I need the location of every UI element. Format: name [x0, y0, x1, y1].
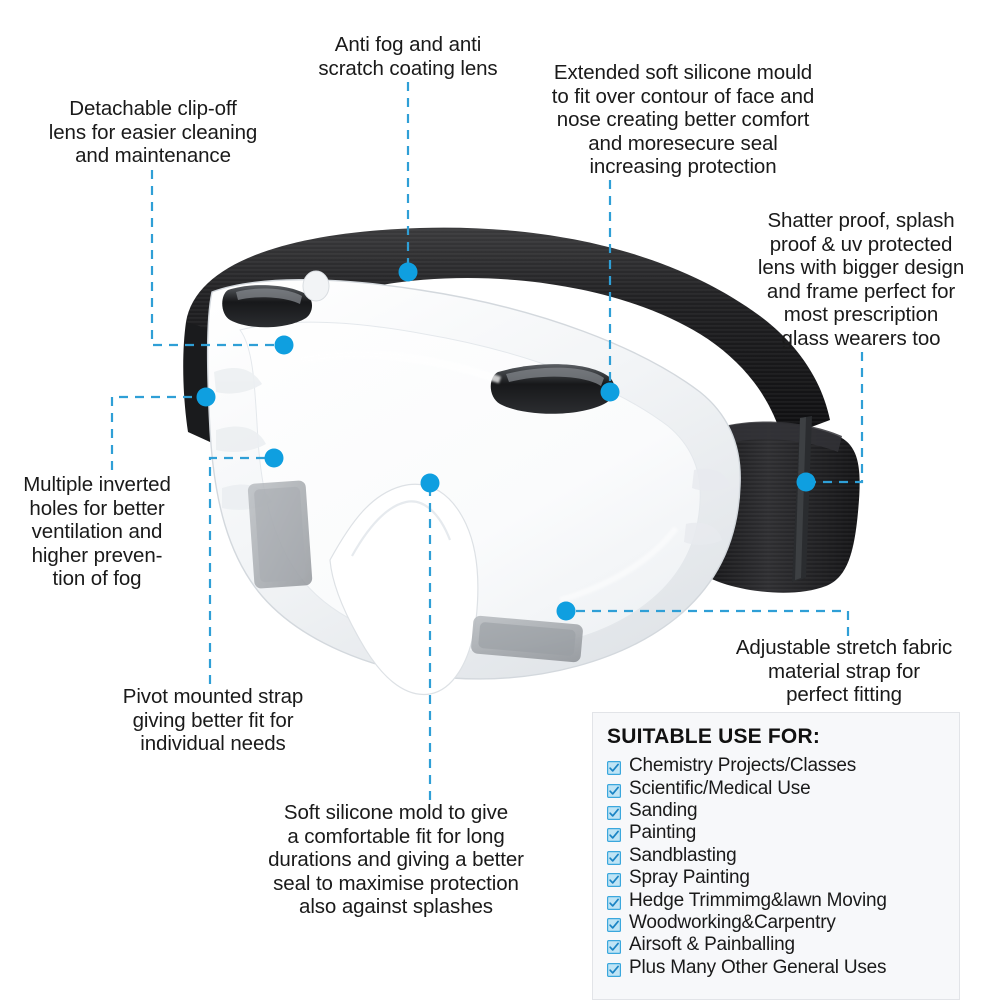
list-item-label: Woodworking&Carpentry	[629, 911, 836, 933]
list-item-label: Sanding	[629, 799, 698, 821]
list-item-label: Sandblasting	[629, 844, 737, 866]
marker-dot-pivot-strap	[264, 448, 284, 468]
checked-checkbox-icon	[607, 782, 622, 798]
marker-dot-shatter-proof	[796, 472, 816, 492]
marker-dots	[196, 262, 816, 621]
suitable-use-item-3: Painting	[607, 822, 959, 844]
checked-checkbox-icon	[607, 759, 622, 776]
callout-pivot-mounted-strap: Pivot mounted strap giving better fit fo…	[122, 685, 304, 755]
suitable-use-title: SUITABLE USE FOR:	[607, 725, 821, 748]
callout-silicone-mould: Extended soft silicone mould to fit over…	[551, 61, 815, 178]
checked-checkbox-icon	[607, 804, 622, 820]
suitable-use-item-8: Airsoft & Painballing	[607, 934, 959, 956]
suitable-use-list: Chemistry Projects/Classes Scientific/Me…	[607, 755, 959, 979]
leader-pivot-strap	[208, 456, 268, 684]
suitable-use-item-6: Hedge Trimmimg&lawn Moving	[607, 889, 959, 911]
leader-detachable-lens	[150, 170, 278, 347]
checked-checkbox-icon	[607, 894, 622, 910]
callout-ventilation-holes: Multiple inverted holes for better venti…	[23, 473, 171, 590]
suitable-use-item-9: Plus Many Other General Uses	[607, 957, 959, 979]
checked-checkbox-icon	[607, 871, 622, 888]
callout-detachable-lens: Detachable clip-off lens for easier clea…	[48, 97, 258, 167]
leader-ventilation-top	[110, 395, 200, 470]
callout-adjustable-strap: Adjustable stretch fabric material strap…	[735, 636, 953, 706]
suitable-use-item-5: Spray Painting	[607, 867, 959, 889]
marker-dot-silicone-mould	[600, 382, 620, 402]
callout-shatter-proof-lens: Shatter proof, splash proof & uv protect…	[757, 209, 965, 350]
checked-checkbox-icon	[607, 916, 622, 932]
suitable-use-item-4: Sandblasting	[607, 845, 959, 867]
list-item-label: Plus Many Other General Uses	[629, 956, 887, 978]
list-item-label: Hedge Trimmimg&lawn Moving	[629, 889, 887, 911]
marker-dot-ventilation	[196, 387, 216, 407]
suitable-use-item-7: Woodworking&Carpentry	[607, 912, 959, 934]
leader-adjustable-strap	[572, 609, 850, 636]
marker-dot-soft-mold	[420, 473, 440, 493]
suitable-use-item-0: Chemistry Projects/Classes	[607, 755, 959, 777]
list-item-label: Airsoft & Painballing	[629, 934, 795, 956]
list-item-label: Scientific/Medical Use	[629, 777, 811, 799]
checked-checkbox-icon	[607, 849, 622, 865]
list-item-label: Spray Painting	[629, 867, 750, 889]
marker-dot-anti-fog	[398, 262, 418, 282]
marker-dot-adjustable-strap	[556, 601, 576, 621]
checked-checkbox-icon	[607, 961, 622, 977]
suitable-use-panel: SUITABLE USE FOR: Chemistry Projects/Cla…	[592, 712, 960, 1000]
suitable-use-item-2: Sanding	[607, 800, 959, 822]
marker-dot-detachable-lens	[274, 335, 294, 355]
list-item-label: Painting	[629, 822, 697, 844]
checked-checkbox-icon	[607, 938, 622, 955]
list-item-label: Chemistry Projects/Classes	[629, 755, 857, 777]
callout-soft-silicone-mold: Soft silicone mold to give a comfortable…	[268, 801, 524, 918]
callout-anti-fog-coating: Anti fog and anti scratch coating lens	[318, 33, 498, 80]
suitable-use-item-1: Scientific/Medical Use	[607, 777, 959, 799]
checked-checkbox-icon	[607, 826, 622, 843]
leader-shatter-proof	[808, 352, 864, 484]
